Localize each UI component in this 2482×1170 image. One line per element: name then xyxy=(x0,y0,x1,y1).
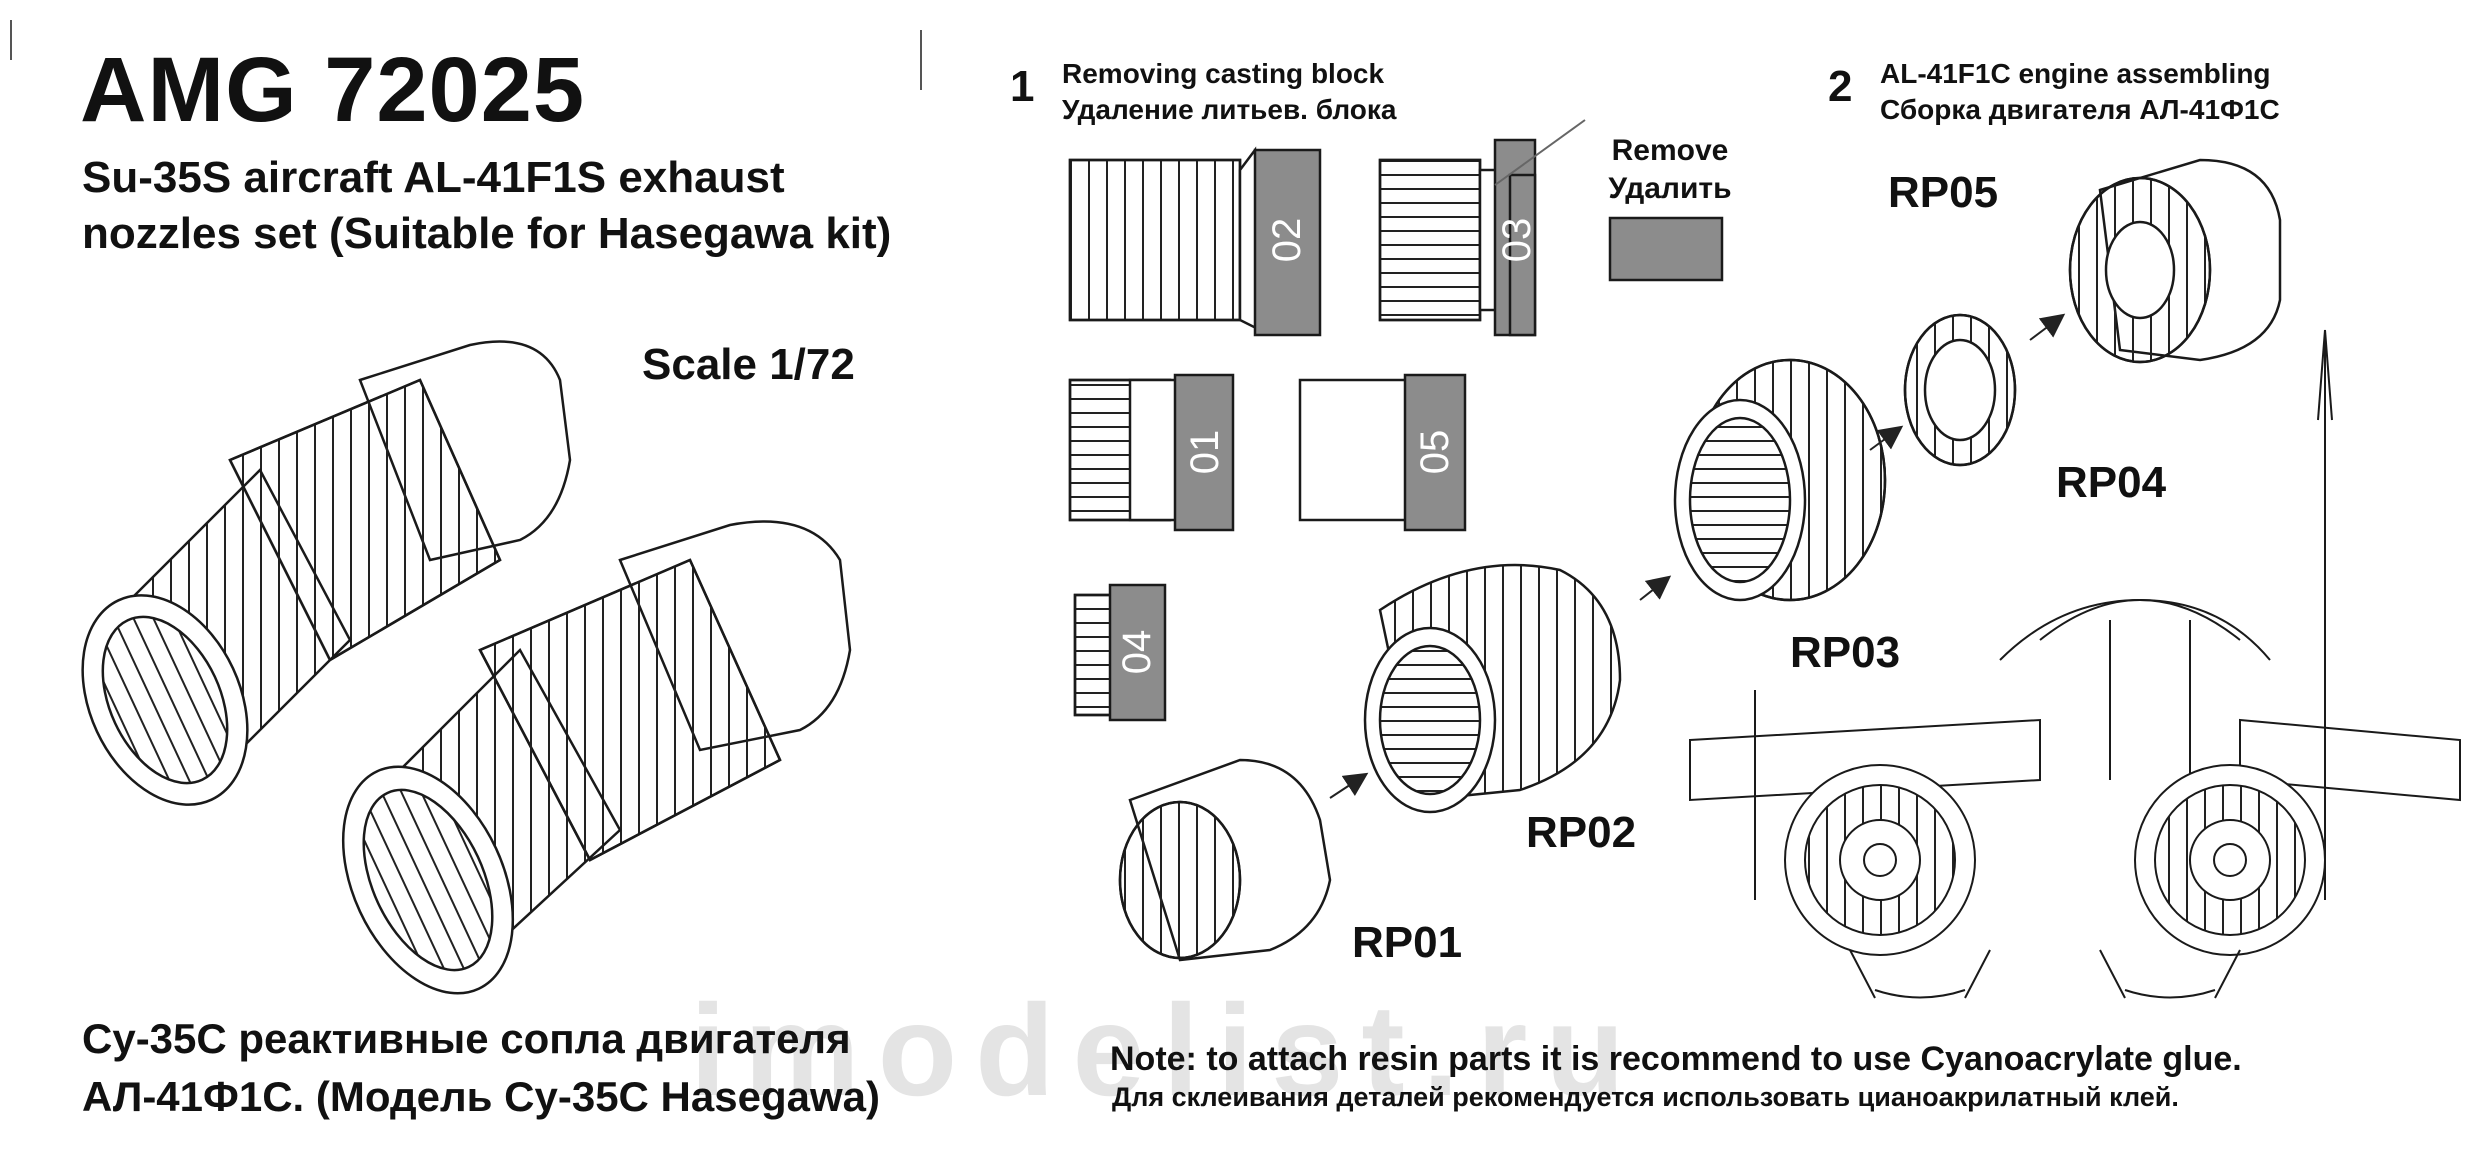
part-rp03 xyxy=(1673,358,1887,602)
remove-label: Remove Удалить xyxy=(1600,132,1740,208)
part-rp04 xyxy=(1903,313,2017,467)
subtitle-line-2: nozzles set (Suitable for Hasegawa kit) xyxy=(82,209,892,258)
step-2-line-1: AL-41F1C engine assembling xyxy=(1880,58,2271,89)
block-numbers: 02 03 01 05 04 xyxy=(1115,218,1539,675)
crop-mark-left xyxy=(10,20,12,60)
russian-title-line-2: АЛ-41Ф1С. (Модель Су-35С Hasegawa) xyxy=(82,1073,880,1120)
step-1-number: 1 xyxy=(1010,62,1035,111)
scale-label: Scale 1/72 xyxy=(642,340,855,389)
block-number-01: 01 xyxy=(1183,430,1227,475)
russian-title: Су-35С реактивные сопла двигателя АЛ-41Ф… xyxy=(82,1010,902,1126)
part-label-rp05: RP05 xyxy=(1888,168,1999,217)
step-2-line-2: Сборка двигателя АЛ-41Ф1С xyxy=(1880,94,2280,125)
part-label-rp01: RP01 xyxy=(1352,918,1463,967)
step-2-text: AL-41F1C engine assembling Сборка двигат… xyxy=(1880,56,2280,128)
block-number-02: 02 xyxy=(1265,218,1309,263)
casting-block-04 xyxy=(1073,583,1167,722)
part-label-rp04: RP04 xyxy=(2056,458,2167,507)
block-number-04: 04 xyxy=(1115,630,1159,675)
product-code: AMG 72025 xyxy=(80,39,586,141)
part-rp02 xyxy=(1363,563,1622,814)
aircraft-rear-view xyxy=(1689,329,2461,999)
casting-block-01 xyxy=(1068,373,1235,532)
part-label-rp02: RP02 xyxy=(1526,808,1637,857)
casting-block-03 xyxy=(1378,119,1586,337)
step-1-text: Removing casting block Удаление литьев. … xyxy=(1062,56,1396,128)
block-number-03: 03 xyxy=(1495,218,1539,263)
watermark: imodelist.ru xyxy=(690,977,1643,1123)
russian-title-line-1: Су-35С реактивные сопла двигателя xyxy=(82,1015,851,1062)
block-number-05: 05 xyxy=(1413,430,1457,475)
casting-block-05 xyxy=(1298,373,1467,532)
center-divider xyxy=(920,30,922,90)
part-rp01 xyxy=(1118,758,1332,962)
removed-block-sample xyxy=(1608,216,1724,282)
casting-block-02 xyxy=(1068,146,1322,337)
step-1-line-1: Removing casting block xyxy=(1062,58,1385,89)
nozzle-illustration-1 xyxy=(81,340,572,806)
part-rp05 xyxy=(2068,158,2282,364)
assembly-arrows xyxy=(1329,313,2066,799)
subtitle-line-1: Su-35S aircraft AL-41F1S exhaust xyxy=(82,153,785,202)
step-1-line-2: Удаление литьев. блока xyxy=(1062,94,1397,125)
remove-label-ru: Удалить xyxy=(1608,172,1732,205)
remove-label-en: Remove xyxy=(1611,134,1729,167)
note-russian: Для склеивания деталей рекомендуется исп… xyxy=(1112,1082,2179,1112)
step-2-number: 2 xyxy=(1828,62,1853,111)
nozzle-illustration-2 xyxy=(341,520,852,995)
part-label-rp03: RP03 xyxy=(1790,628,1901,677)
product-subtitle: Su-35S aircraft AL-41F1S exhaust nozzles… xyxy=(82,150,902,262)
note-english: Note: to attach resin parts it is recomm… xyxy=(1110,1040,2242,1078)
